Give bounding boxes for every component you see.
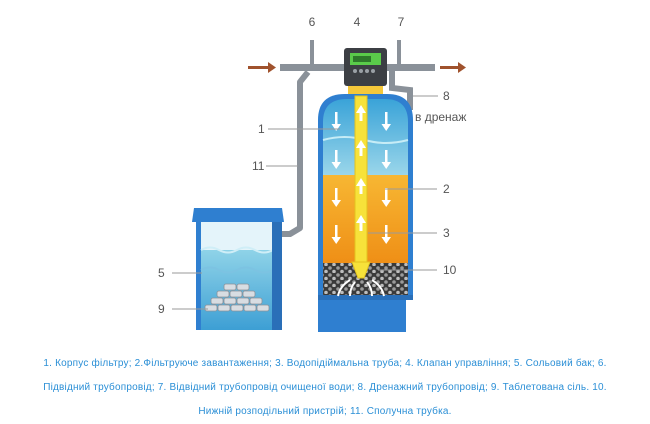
legend-line-1: 1. Корпус фільтру; 2.Фільтруюче завантаж… (43, 358, 607, 369)
downflow-arrows (331, 112, 391, 244)
callout-8: 8 (443, 89, 450, 103)
callout-2: 2 (443, 182, 450, 196)
callout-4: 4 (354, 15, 361, 29)
legend-line-2: Підвідний трубопровід; 7. Відвідний труб… (43, 382, 607, 393)
drain-label: в дренаж (415, 110, 466, 124)
control-valve (344, 48, 387, 96)
vessel-base (318, 300, 406, 332)
legend-caption: 1. Корпус фільтру; 2.Фільтруюче завантаж… (0, 352, 650, 424)
callout-7: 7 (398, 15, 405, 29)
callout-11: 11 (252, 159, 265, 173)
riser-tube (354, 95, 368, 263)
legend-line-3: Нижній розподільний пристрій; 11. Сполуч… (198, 406, 452, 417)
callout-3: 3 (443, 226, 450, 240)
salt-tablets (204, 283, 270, 312)
water-softener-diagram: 6 4 7 8 в дренаж 1 2 3 10 11 5 9 (158, 15, 466, 332)
leader-lines (172, 95, 438, 310)
callout-5: 5 (158, 266, 165, 280)
lower-distributor (337, 261, 385, 297)
brine-tank (192, 208, 284, 330)
callout-1: 1 (258, 122, 265, 136)
connecting-tube (275, 70, 311, 237)
inlet-arrow (248, 62, 276, 73)
callout-9: 9 (158, 302, 165, 316)
callout-6: 6 (309, 15, 316, 29)
outlet-arrow (440, 62, 466, 73)
callout-10: 10 (443, 263, 457, 277)
